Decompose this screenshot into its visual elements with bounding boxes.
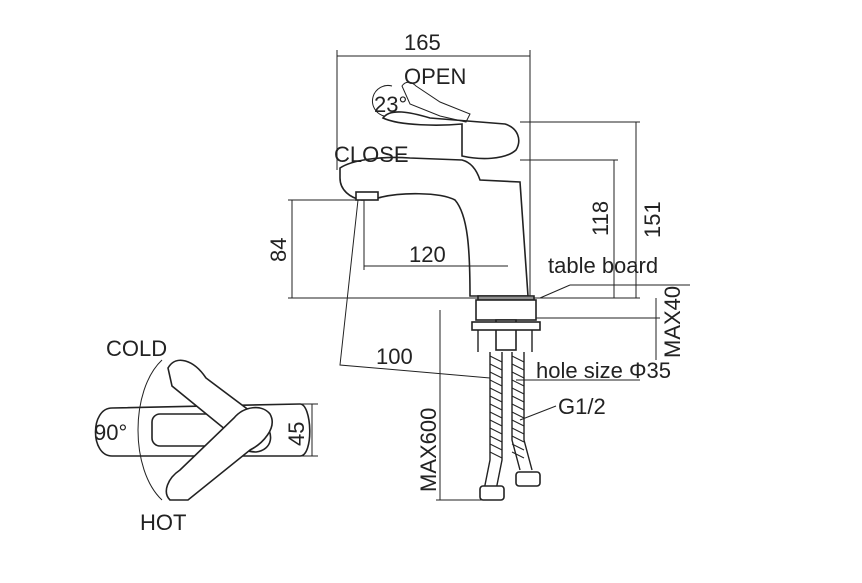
- dim-45: 45: [284, 422, 309, 446]
- rotation-arc: [137, 359, 163, 501]
- label-open: OPEN: [404, 64, 466, 89]
- braid-mark: [511, 443, 525, 451]
- braid-mark: [511, 379, 525, 387]
- braid-mark: [489, 451, 503, 459]
- hose-right: [511, 352, 521, 471]
- braid-mark: [511, 435, 525, 443]
- braid-mark: [511, 395, 525, 403]
- dim-165: 165: [404, 30, 441, 55]
- lock-nut: [471, 321, 541, 331]
- label-cold: COLD: [106, 336, 167, 361]
- faucet-handle-open-outline: [401, 81, 471, 123]
- braid-mark: [489, 387, 503, 395]
- top-handle-hot: [165, 406, 273, 501]
- angle-23: 23°: [374, 92, 407, 117]
- label-thread: G1/2: [558, 394, 606, 419]
- braid-mark: [489, 411, 503, 419]
- braid-mark: [511, 355, 525, 363]
- hose-right-b: [523, 352, 533, 471]
- labels: 165 OPEN 23° CLOSE 120 table board 100 h…: [94, 30, 685, 535]
- braid-mark: [489, 435, 503, 443]
- hose-left-b: [495, 352, 503, 491]
- braid-mark: [489, 427, 503, 435]
- faucet-handle: [381, 111, 520, 160]
- hose-nut-right: [515, 471, 541, 487]
- dim-84: 84: [266, 238, 291, 262]
- braid-mark: [511, 371, 525, 379]
- faucet-body: [339, 156, 529, 297]
- label-close: CLOSE: [334, 142, 409, 167]
- table-board: [475, 299, 537, 321]
- braid-mark: [489, 419, 503, 427]
- faucet-side-view: [339, 81, 541, 501]
- hose-nut-left: [479, 485, 505, 501]
- braid-mark: [511, 403, 525, 411]
- braid-mark: [489, 403, 503, 411]
- dim-100: 100: [376, 344, 413, 369]
- hose-left: [483, 352, 491, 491]
- braid-mark: [511, 411, 525, 419]
- dimension-lines: [288, 50, 690, 501]
- rotation-90: 90°: [94, 420, 127, 445]
- faucet-top-view: [94, 359, 318, 501]
- braid-mark: [511, 427, 525, 435]
- label-table-board: table board: [548, 253, 658, 278]
- dim-118: 118: [588, 201, 613, 236]
- hose-braid: [489, 355, 525, 459]
- braid-mark: [511, 419, 525, 427]
- label-hole-size: hole size Φ35: [536, 358, 671, 383]
- braid-mark: [489, 355, 503, 363]
- braid-mark: [489, 371, 503, 379]
- dim-max40: MAX40: [660, 286, 685, 358]
- braid-mark: [489, 443, 503, 451]
- dim-151: 151: [640, 201, 665, 238]
- braid-mark: [511, 451, 525, 459]
- braid-mark: [489, 363, 503, 371]
- dim-120: 120: [409, 242, 446, 267]
- dim-max600: MAX600: [416, 408, 441, 492]
- braid-mark: [489, 395, 503, 403]
- braid-mark: [489, 379, 503, 387]
- braid-mark: [511, 387, 525, 395]
- braid-mark: [511, 363, 525, 371]
- aerator: [355, 191, 379, 201]
- label-hot: HOT: [140, 510, 186, 535]
